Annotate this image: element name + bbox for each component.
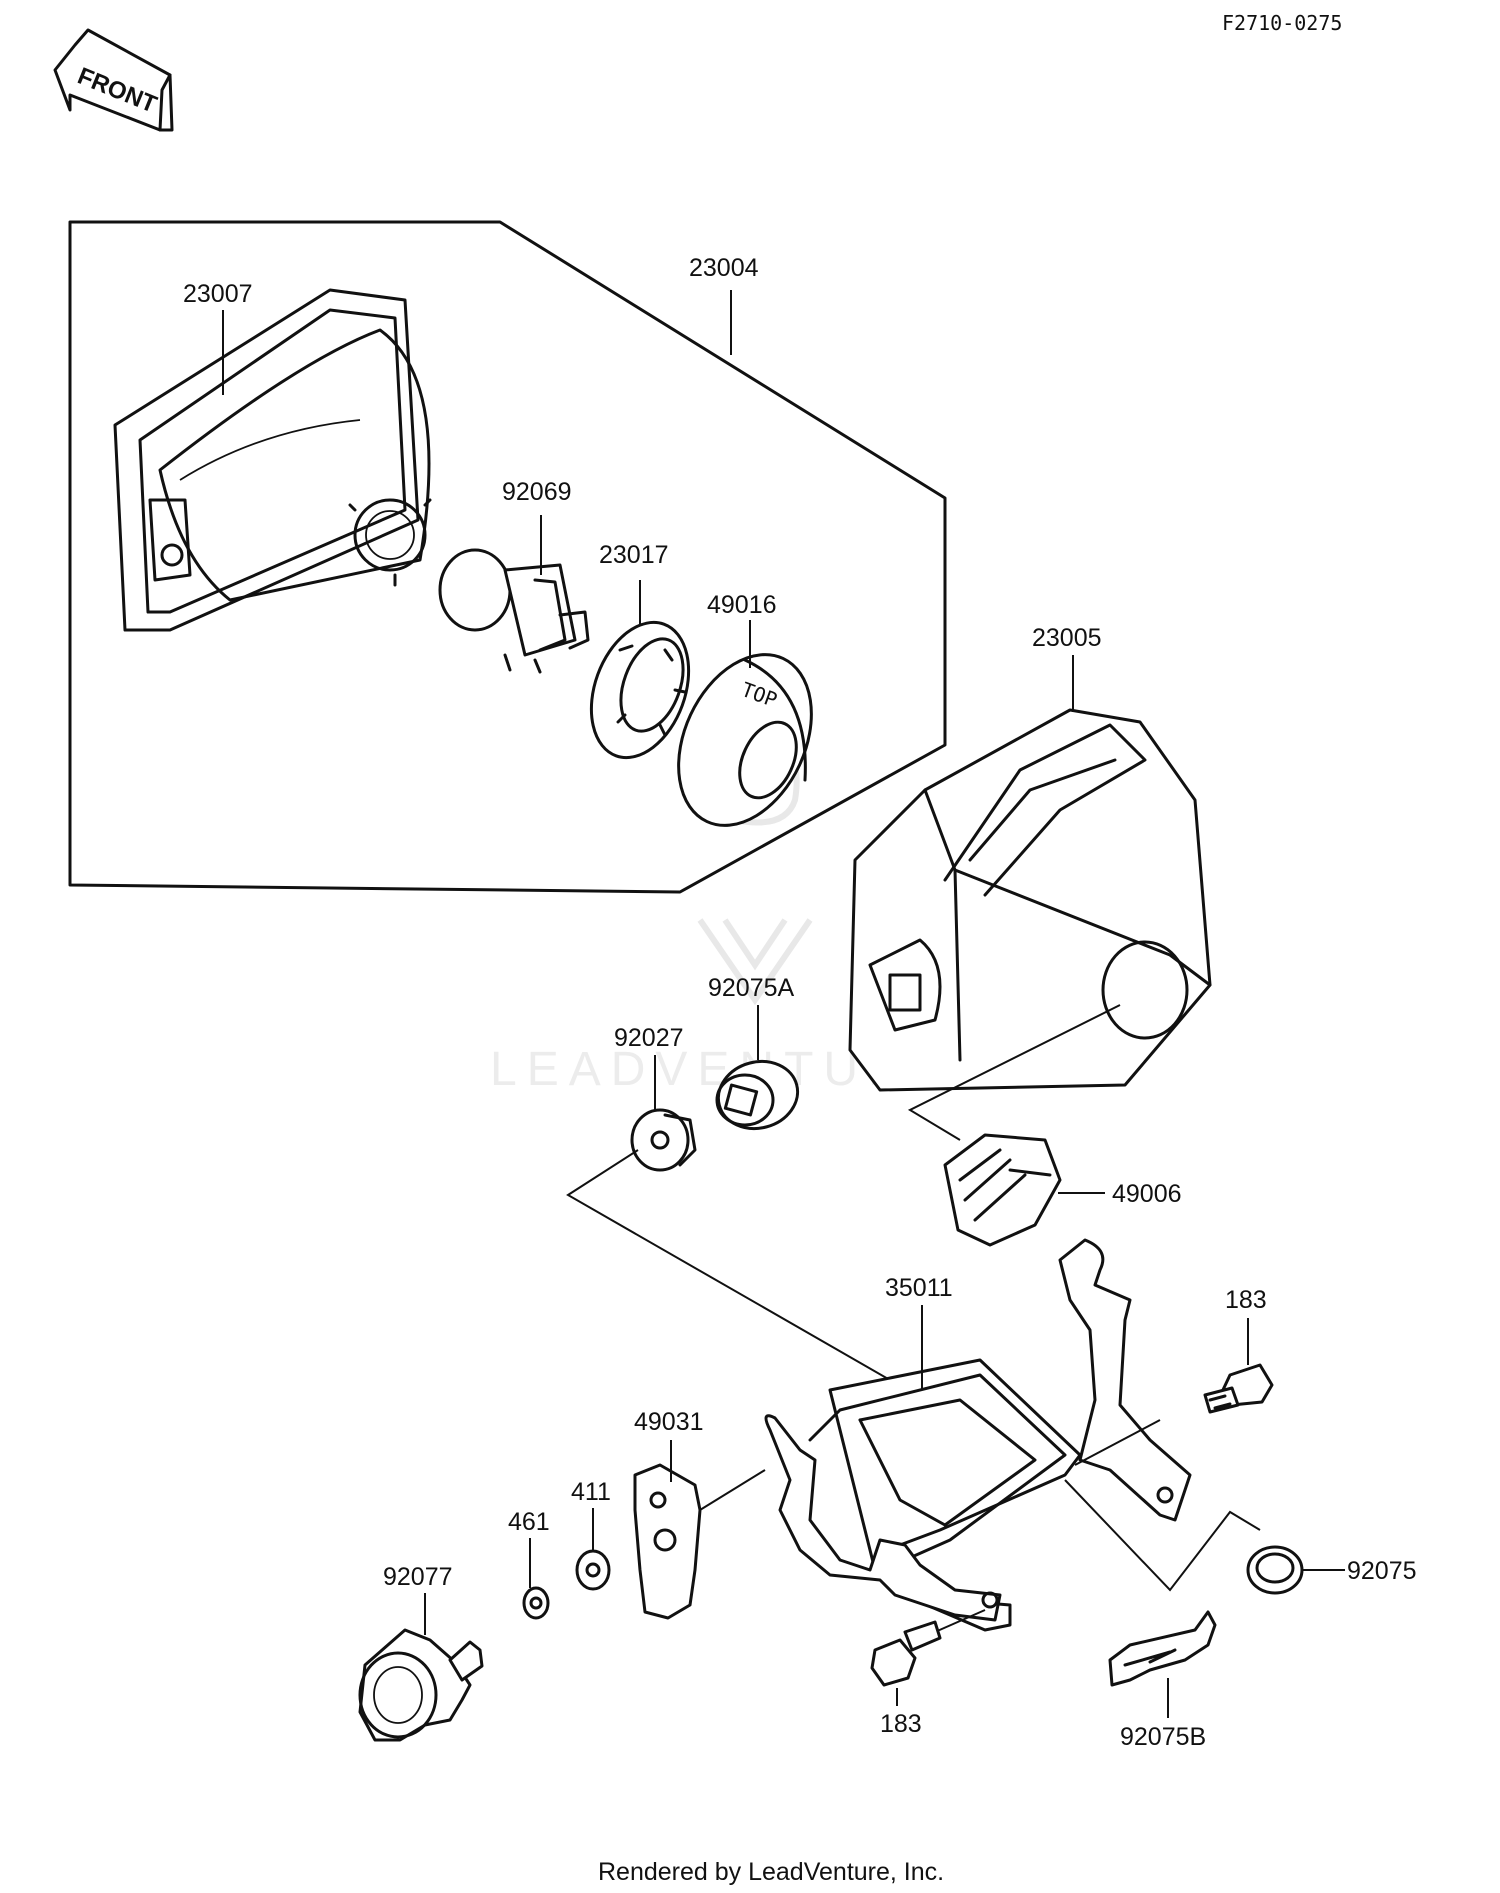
label-23017: 23017	[599, 541, 669, 569]
label-23007: 23007	[183, 280, 253, 308]
label-23004: 23004	[689, 254, 759, 282]
rubber-cap-49016: TOP	[677, 653, 813, 827]
label-92075B: 92075B	[1120, 1723, 1206, 1751]
headlamp-unit-23007	[113, 288, 432, 632]
front-arrow: FRONT	[53, 28, 174, 132]
label-49016: 49016	[707, 591, 777, 619]
grommet-49006	[943, 1133, 1062, 1247]
drawing-code: F2710-0275	[1222, 11, 1342, 35]
label-92075: 92075	[1347, 1557, 1417, 1585]
plate-49031	[633, 1463, 766, 1620]
washer-411	[575, 1549, 611, 1591]
bulb-92069	[438, 548, 590, 674]
label-92027: 92027	[614, 1024, 684, 1052]
label-35011: 35011	[885, 1274, 953, 1302]
clip-92075B	[1108, 1610, 1217, 1687]
label-92069: 92069	[502, 478, 572, 506]
knob-92077	[358, 1628, 484, 1742]
grommet-92075A	[715, 1059, 800, 1131]
label-411: 411	[571, 1478, 611, 1506]
headlamp-housing-23005	[848, 708, 1212, 1141]
label-183-top: 183	[1225, 1286, 1267, 1314]
label-49006: 49006	[1112, 1180, 1182, 1208]
label-461: 461	[508, 1508, 550, 1536]
bracket-35011	[764, 1238, 1261, 1633]
label-183-bottom: 183	[880, 1710, 922, 1738]
collar-92027	[566, 1108, 891, 1381]
retainer-ring-23017	[589, 620, 691, 760]
lock-washer-461	[522, 1586, 550, 1620]
grommet-92075	[1246, 1545, 1304, 1595]
label-49031: 49031	[634, 1408, 704, 1436]
label-92077: 92077	[383, 1563, 453, 1591]
assembly-boundary-23004	[68, 220, 947, 894]
bolt-183-top	[1203, 1363, 1274, 1414]
label-23005: 23005	[1032, 624, 1102, 652]
footer-credit: Rendered by LeadVenture, Inc.	[598, 1858, 944, 1886]
bolt-183-bottom	[870, 1620, 942, 1687]
label-92075A: 92075A	[708, 974, 795, 1002]
